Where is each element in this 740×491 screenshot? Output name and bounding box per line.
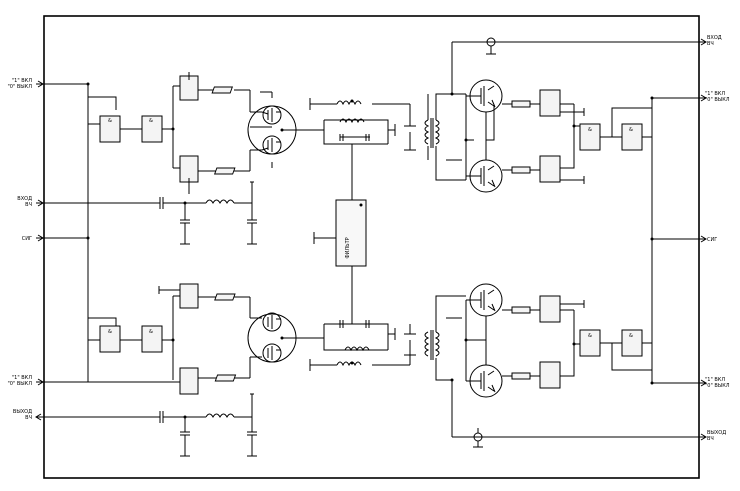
resistor-lb-top [214, 293, 236, 301]
left-bottom-section: & & [88, 266, 410, 457]
resistor-rb-bottom [511, 372, 531, 380]
resistor-rt-bottom [511, 166, 531, 174]
filter-block: ФИЛЬТР [313, 199, 367, 267]
label-ctrl-right-top: "1" ВКЛ"0" ВЫКЛ [705, 91, 730, 103]
driver-rb-top [539, 295, 561, 323]
right-top-section: & & [404, 37, 654, 383]
driver-lb-top [179, 283, 199, 309]
and-gate-lb1 [99, 325, 121, 353]
svg-text:&: & [149, 118, 153, 124]
driver-rt-bottom [539, 155, 561, 183]
svg-text:&: & [108, 329, 112, 335]
left-top-section: & & [86, 72, 410, 382]
driver-rb-bottom [539, 361, 561, 389]
resistor-lt-top [211, 86, 234, 94]
right-bottom-section: & & [404, 283, 654, 448]
label-ctrl-right-bottom: "1" ВКЛ"0" ВЫКЛ [705, 377, 730, 389]
svg-text:&: & [588, 127, 592, 133]
frame-border [43, 15, 700, 479]
filter-box [335, 199, 367, 267]
and-gate-lb2 [141, 325, 163, 353]
resistor-rt-top [511, 100, 531, 108]
label-ctrl-left-bottom: "1" ВКЛ"0" ВЫКЛ [7, 375, 32, 387]
label-sig-right: СИГ [707, 237, 717, 243]
resistor-lt-bottom [213, 167, 236, 175]
svg-text:&: & [588, 333, 592, 339]
label-sig-left: СИГ [22, 236, 32, 242]
svg-text:&: & [629, 127, 633, 133]
svg-text:&: & [629, 333, 633, 339]
resistor-lb-bottom [214, 374, 237, 382]
svg-text:&: & [108, 118, 112, 124]
filter-label: ФИЛЬТР [345, 237, 351, 258]
driver-lb-bottom [179, 367, 199, 395]
svg-text:&: & [149, 329, 153, 335]
resistor-rb-top [511, 306, 531, 314]
driver-rt-top [539, 89, 561, 117]
label-ctrl-left-top: "1" ВКЛ"0" ВЫКЛ [7, 78, 32, 90]
